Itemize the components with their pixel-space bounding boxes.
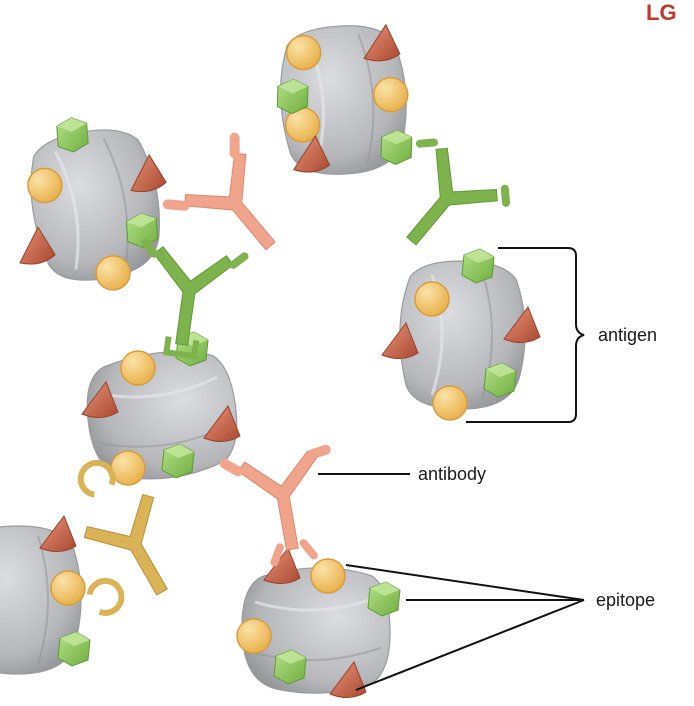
antibody-gold-bottom-left [77, 460, 198, 616]
antibody-salmon-top [162, 132, 302, 273]
antigen-top-center [274, 20, 415, 180]
antibody-green-top-right [380, 138, 511, 268]
antigen-bracket [466, 247, 585, 423]
logo-mark: LG [646, 0, 677, 25]
antibody-salmon-center [219, 444, 333, 567]
epitope-pointer-lines [345, 564, 585, 691]
antibody-label: antibody [418, 464, 486, 484]
antigen-bottom-left [0, 515, 91, 676]
antigen-label: antigen [598, 325, 657, 345]
antibody-green-left [141, 238, 249, 360]
epitope-label: epitope [596, 590, 655, 610]
antigen-top-left [13, 114, 172, 294]
antigen-right [381, 248, 541, 421]
